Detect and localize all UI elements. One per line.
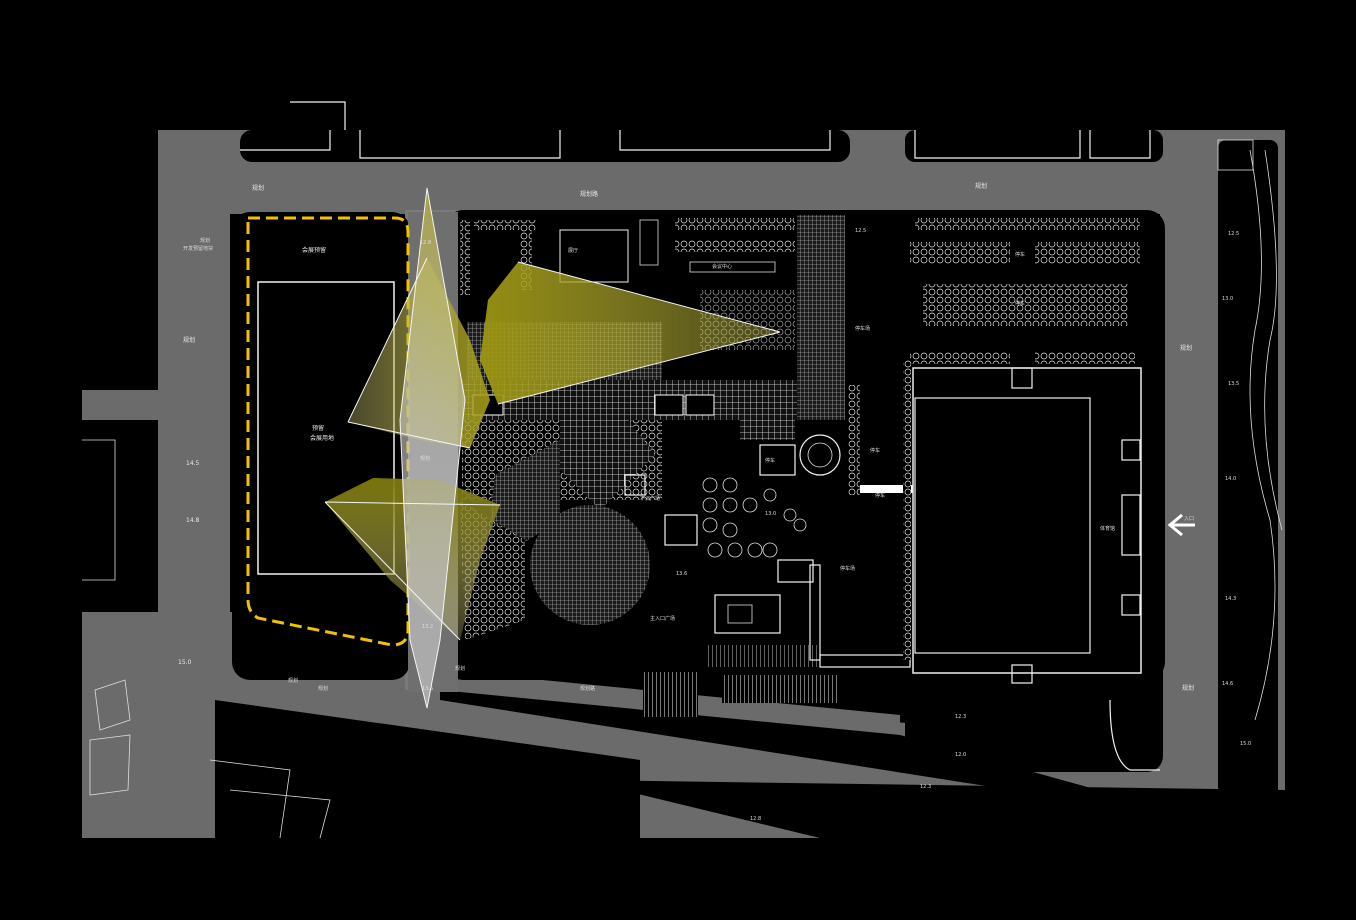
label-top-road-right: 规划	[975, 182, 987, 190]
site-center-label-1: 预留	[312, 424, 324, 432]
east-entry-label: 入口	[1184, 516, 1194, 522]
view-cone-east	[480, 262, 780, 404]
site-top-label: 会展预留	[302, 246, 326, 254]
label-south-road-3: 12.0	[955, 752, 966, 758]
far-east-linework	[1249, 149, 1283, 721]
label-central-path-3: 13.2	[422, 624, 433, 630]
label-building-8: 停车场	[840, 565, 855, 572]
site-boundary	[246, 216, 410, 647]
label-far-east-5: 14.3	[1225, 596, 1236, 602]
label-west-road-3: 14.8	[186, 517, 200, 524]
label-building-7: 停车	[765, 457, 775, 464]
south-west-buildings	[82, 439, 331, 839]
label-building-2: 会议中心	[712, 263, 732, 270]
label-site-note-1: 规划	[200, 237, 210, 244]
plan-labels: 规划 规划路 规划 规划 14.5 14.8 15.0 规划 开发预留地块 12…	[178, 182, 1251, 822]
label-building-5: 12.5	[855, 228, 866, 234]
view-cones	[324, 187, 781, 709]
label-far-east-3: 13.5	[1228, 381, 1239, 387]
label-building-3: 下沉广场	[640, 495, 660, 502]
label-parking-3: 停车	[870, 447, 880, 454]
site-center-label-2: 会展用地	[310, 434, 334, 442]
label-parking-4: 停车场	[855, 325, 870, 332]
label-far-east-2: 13.0	[1222, 296, 1233, 302]
label-far-east-7: 15.0	[1240, 741, 1251, 747]
label-central-path-1: 12.8	[420, 240, 431, 246]
north-buildings	[240, 101, 1254, 171]
label-east-block: 体育馆	[1100, 525, 1115, 532]
label-building-4: 13.6	[676, 571, 687, 577]
label-west-road-4: 15.0	[178, 659, 192, 666]
arrow-left-icon	[1167, 513, 1195, 537]
label-west-road-1: 规划	[183, 336, 195, 344]
label-south-road-1: 规划	[455, 665, 465, 672]
label-far-east-1: 12.5	[1228, 231, 1239, 237]
label-building-1: 展厅	[568, 248, 578, 254]
label-east-road-2: 规划	[1182, 684, 1194, 692]
label-south-west-1: 规划	[288, 677, 298, 684]
label-south-west-2: 规划	[318, 685, 328, 692]
label-far-east-6: 14.6	[1222, 681, 1233, 687]
label-east-block-height: 12.3	[955, 714, 966, 720]
label-top-road-center: 规划路	[580, 190, 598, 198]
view-axis	[400, 188, 465, 708]
label-far-east-4: 14.0	[1225, 476, 1236, 482]
label-building-9: 13.0	[765, 511, 776, 517]
label-parking-2: 停车	[1015, 300, 1025, 307]
label-site-note-2: 开发预留地块	[183, 245, 213, 252]
label-central-path-2: 规划	[420, 455, 430, 462]
label-central-path-4: 13.5	[422, 686, 433, 692]
east-entry[interactable]: 入口	[1167, 513, 1195, 537]
label-top-road-left: 规划	[252, 184, 264, 192]
label-parking-1: 停车	[1015, 251, 1025, 258]
west-site[interactable]: 会展预留 预留 会展用地	[246, 216, 410, 647]
east-complex	[903, 218, 1160, 771]
label-south-road-5: 12.8	[750, 816, 761, 822]
label-south-road-2: 规划路	[580, 685, 595, 692]
label-south-road-4: 12.3	[920, 784, 931, 790]
label-building-6: 主入口广场	[650, 615, 675, 622]
label-east-road-1: 规划	[1180, 344, 1192, 352]
label-west-road-2: 14.5	[186, 460, 200, 467]
label-parking-5: 停车	[875, 492, 885, 499]
